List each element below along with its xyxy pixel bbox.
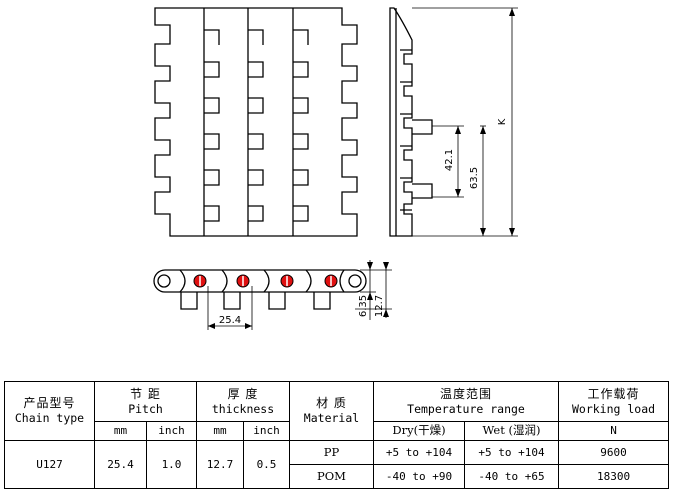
cell-material-pom: POM — [289, 463, 374, 490]
side-view-outline — [389, 7, 413, 237]
technical-drawing: K 42.1 63.5 25.4 6.35 — [153, 7, 518, 330]
cell-thickness-inch: 0.5 — [243, 439, 290, 490]
end-hole-left — [157, 274, 171, 288]
cell-pp-dry: +5 to +104 — [373, 439, 465, 465]
dim-k-label: K — [497, 118, 508, 125]
cell-pom-dry: -40 to +90 — [373, 463, 465, 490]
dim-12-7-label: 12.7 — [374, 295, 385, 317]
subheader-thickness-mm: mm — [196, 421, 244, 441]
dim-42-1-label: 42.1 — [444, 149, 455, 171]
dim-63-5-label: 63.5 — [469, 167, 480, 189]
subheader-dry: Dry(干燥) — [373, 421, 465, 441]
end-hole-right — [348, 274, 362, 288]
cell-pom-load: 18300 — [558, 463, 670, 490]
subheader-thickness-inch: inch — [243, 421, 290, 441]
side-view-ribs — [395, 8, 412, 236]
cell-pitch-inch: 1.0 — [146, 439, 197, 490]
dim-6-35-label: 6.35 — [358, 295, 369, 317]
subheader-load-unit: N — [558, 421, 670, 441]
side-view-pin-lower — [412, 183, 433, 199]
subheader-wet: Wet (湿润) — [463, 421, 560, 441]
dim-25-4-label: 25.4 — [219, 315, 241, 326]
side-view-pin-upper — [412, 119, 433, 135]
cell-thickness-mm: 12.7 — [196, 439, 244, 490]
cell-pom-wet: -40 to +65 — [463, 463, 560, 490]
hinge-line-3 — [292, 8, 309, 236]
cell-pitch-mm: 25.4 — [94, 439, 147, 490]
top-view-belt-outline — [154, 7, 358, 237]
section-view-links — [179, 269, 345, 293]
subheader-pitch-inch: inch — [146, 421, 197, 441]
cell-material-pp: PP — [289, 439, 374, 465]
cell-pp-wet: +5 to +104 — [463, 439, 560, 465]
hinge-line-2 — [247, 8, 264, 236]
cell-model: U127 — [4, 439, 95, 490]
hinge-line-1 — [203, 8, 220, 236]
section-view-outline — [153, 269, 367, 293]
section-view-teeth — [180, 292, 331, 310]
cell-pp-load: 9600 — [558, 439, 670, 465]
subheader-pitch-mm: mm — [94, 421, 147, 441]
